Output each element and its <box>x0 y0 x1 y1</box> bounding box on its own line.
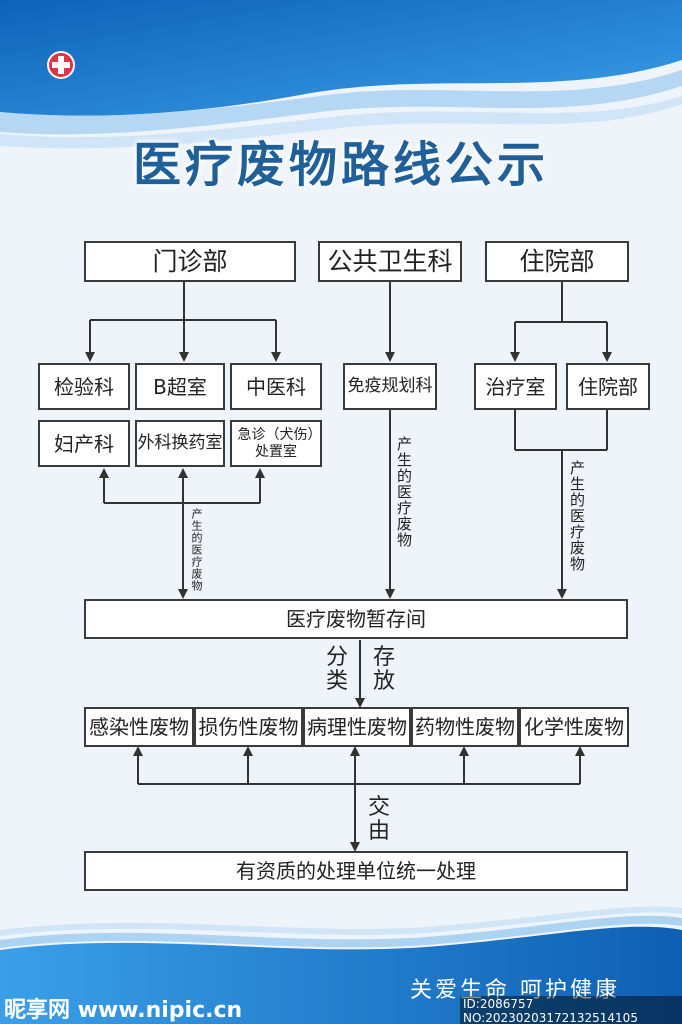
bottom-wave-background <box>0 906 682 1024</box>
unit-immunization: 免疫规划科 <box>343 363 437 410</box>
waste-type-injurious: 损伤性废物 <box>194 707 303 747</box>
unit-obgyn: 妇产科 <box>38 420 130 467</box>
dept-public-health: 公共卫生科 <box>318 241 462 282</box>
unit-surgery-dressing: 外科换药室 <box>135 420 225 467</box>
edge-label-inpatient-waste: 产生的医疗废物 <box>568 460 586 572</box>
unit-tcm: 中医科 <box>230 363 322 410</box>
dept-inpatient: 住院部 <box>485 241 629 282</box>
page-title: 医疗废物路线公示 <box>132 137 549 193</box>
top-wave-background <box>0 0 682 210</box>
edge-label-classify: 分类 <box>325 645 348 695</box>
waste-type-pharmaceutical: 药物性废物 <box>411 707 519 747</box>
unit-ultrasound: B超室 <box>135 363 225 410</box>
edge-label-hand-over: 交由 <box>367 795 390 845</box>
waste-type-chemical: 化学性废物 <box>519 707 629 747</box>
waste-storage-room: 医疗废物暂存间 <box>84 599 628 639</box>
unit-emergency: 急诊（犬伤）处置室 <box>230 420 322 467</box>
hospital-cross-logo-icon <box>47 51 75 79</box>
unit-treatment: 治疗室 <box>474 363 557 410</box>
edge-label-outpatient-waste: 产生的医疗废物 <box>190 508 203 592</box>
final-disposal: 有资质的处理单位统一处理 <box>84 851 628 891</box>
watermark-id: ID:2086757 NO:20230203172132514105 <box>460 996 682 1024</box>
unit-lab: 检验科 <box>38 363 130 410</box>
edge-label-store: 存放 <box>372 645 395 695</box>
waste-type-pathological: 病理性废物 <box>303 707 411 747</box>
waste-type-infectious: 感染性废物 <box>84 707 194 747</box>
dept-outpatient: 门诊部 <box>84 241 296 282</box>
watermark-site: 昵享网 www.nipic.cn <box>4 998 243 1023</box>
unit-ward: 住院部 <box>566 363 650 410</box>
edge-label-public-health-waste: 产生的医疗废物 <box>395 436 413 548</box>
slogan: 关爱生命 呵护健康 <box>410 978 620 1003</box>
